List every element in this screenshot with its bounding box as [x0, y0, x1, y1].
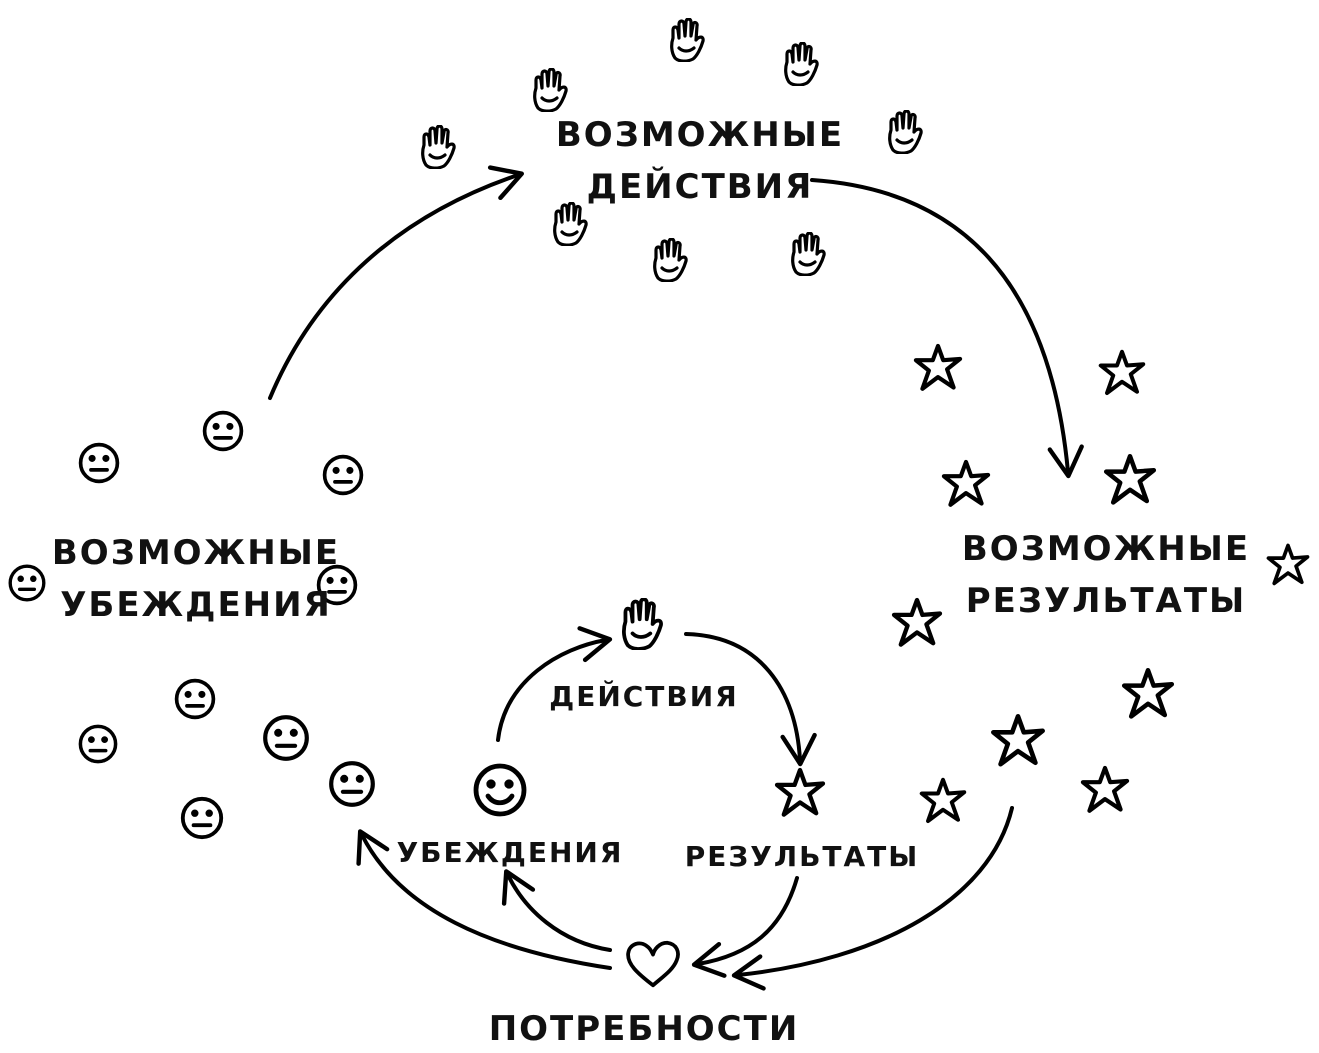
arrow-inner-beliefs-to-actions	[496, 626, 613, 742]
face-icon	[174, 678, 216, 720]
star-icon	[1106, 456, 1154, 502]
possible-results-label-line2: РЕЗУЛЬТАТЫ	[966, 581, 1247, 621]
face-icon	[78, 442, 120, 484]
star-icon	[1124, 670, 1172, 716]
possible-beliefs-label-line2: УБЕЖДЕНИЯ	[60, 585, 332, 625]
actions-label: ДЕЙСТВИЯ	[549, 679, 738, 713]
face-icon	[8, 564, 46, 602]
star-icon	[894, 600, 940, 645]
star-icon	[1083, 768, 1127, 811]
face-icon	[322, 454, 364, 496]
hand-icon	[553, 202, 588, 246]
hand-icon	[533, 68, 568, 112]
possible-actions-label-line2: ДЕЙСТВИЯ	[587, 166, 814, 207]
face-icon	[180, 796, 224, 840]
smiling-face-icon	[476, 766, 524, 814]
star-icon	[1268, 545, 1307, 583]
face-icon	[78, 724, 118, 764]
star-icon	[993, 716, 1042, 764]
star-icon	[922, 780, 965, 821]
hand-icon	[653, 238, 688, 282]
hand-icon	[888, 110, 923, 154]
face-icon	[202, 410, 244, 452]
hand-icon	[791, 232, 826, 276]
star-icon	[777, 770, 823, 815]
heart-icon	[626, 940, 680, 988]
hand-icon	[621, 598, 663, 650]
face-icon	[265, 717, 307, 759]
needs-label: ПОТРЕБНОСТИ	[489, 1009, 800, 1049]
arrow-inner-actions-to-results	[684, 632, 817, 767]
hand-icon	[670, 18, 705, 62]
possible-beliefs-label-line1: ВОЗМОЖНЫЕ	[52, 533, 340, 573]
arrow-needs-to-beliefs	[356, 829, 612, 970]
star-icon	[944, 462, 988, 505]
hand-icon	[784, 42, 819, 86]
beliefs-label: УБЕЖДЕНИЯ	[397, 836, 624, 869]
arrow-results-to-needs	[731, 806, 1014, 991]
star-icon	[1101, 352, 1144, 393]
arrow-actions-to-results	[810, 178, 1084, 479]
star-icon	[916, 346, 960, 389]
arrow-beliefs-to-actions	[268, 165, 524, 400]
possible-results-label-line1: ВОЗМОЖНЫЕ	[962, 529, 1250, 569]
arrow-inner-needs-to-beliefs	[501, 869, 612, 952]
possible-actions-label-line1: ВОЗМОЖНЫЕ	[556, 115, 844, 155]
results-label: РЕЗУЛЬТАТЫ	[685, 840, 920, 873]
arrow-inner-results-to-needs	[691, 876, 799, 978]
face-icon	[331, 763, 373, 805]
hand-icon	[421, 125, 456, 169]
